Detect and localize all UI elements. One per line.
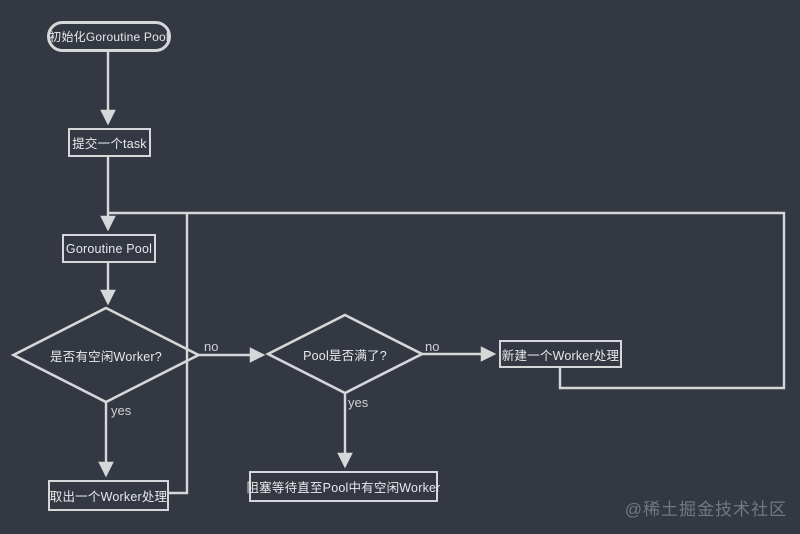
edge-label-idle-no: no: [204, 339, 219, 354]
decision-pool-full: [265, 313, 425, 395]
node-new-worker: 新建一个Worker处理: [499, 340, 622, 368]
edge-label-full-no: no: [425, 339, 440, 354]
node-has-idle-worker-label: 是否有空闲Worker?: [50, 349, 162, 364]
watermark: @稀土掘金技术社区: [624, 500, 787, 519]
edge-label-full-yes: yes: [348, 395, 369, 410]
node-take-worker: 取出一个Worker处理: [48, 480, 169, 511]
edge-new-return-loop: [108, 211, 786, 390]
node-goroutine-pool: Goroutine Pool: [62, 234, 156, 263]
decision-has-idle-worker: [10, 306, 202, 404]
node-start: 初始化Goroutine Pool: [47, 21, 171, 52]
edge-label-idle-yes: yes: [111, 403, 132, 418]
edge-take-return-loop: [169, 213, 189, 495]
node-pool-full-label: Pool是否满了?: [303, 348, 387, 363]
node-block-wait: 阻塞等待直至Pool中有空闲Worker: [246, 471, 440, 502]
node-submit-task: 提交一个task: [68, 128, 151, 157]
